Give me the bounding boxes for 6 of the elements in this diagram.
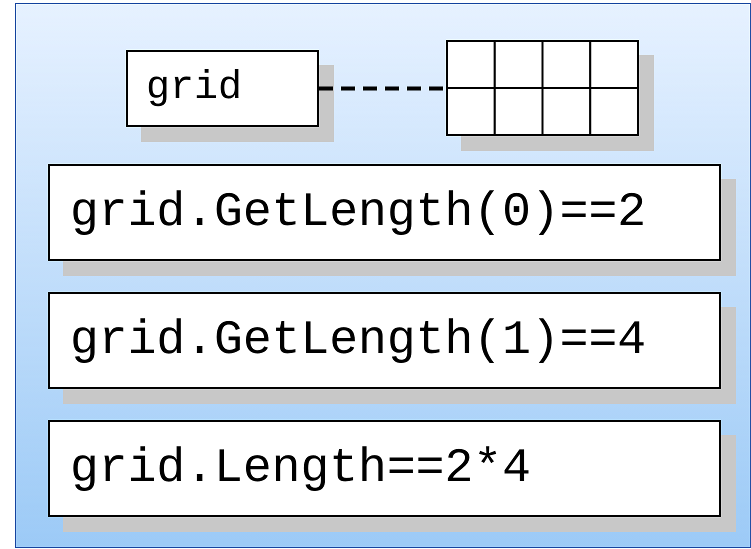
code-text: grid (146, 66, 242, 111)
code-text: grid.Length==2*4 (70, 442, 531, 496)
code-text: grid.GetLength(0)==2 (70, 186, 646, 240)
code-text: grid.GetLength(1)==4 (70, 314, 646, 368)
dashed-connector (319, 86, 446, 90)
grid-drawing (446, 40, 639, 136)
